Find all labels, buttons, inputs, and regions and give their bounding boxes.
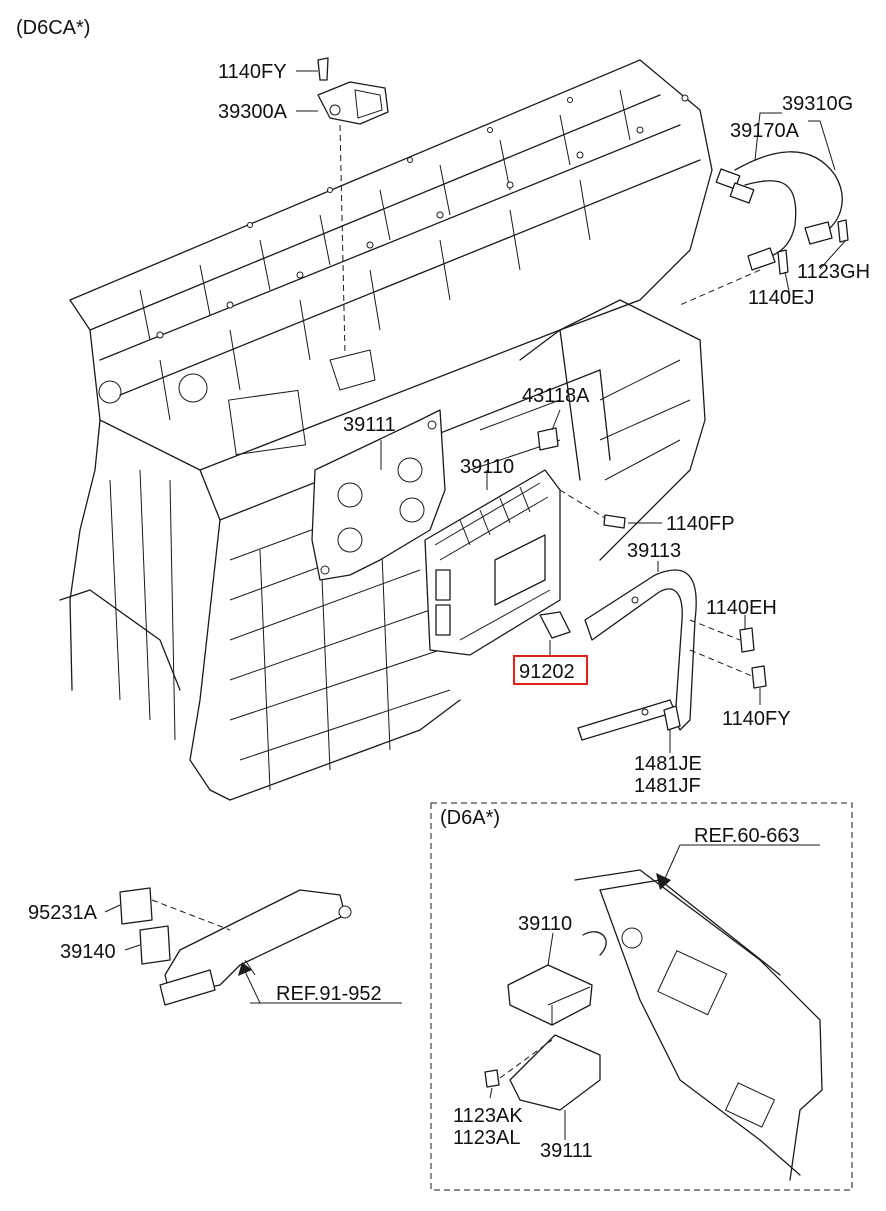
part-label-1140ej: 1140EJ <box>748 287 814 309</box>
ref-label-60-663: REF.60-663 <box>694 825 800 847</box>
part-label-39111-inset: 39111 <box>540 1140 593 1162</box>
part-label-39110: 39110 <box>460 456 514 478</box>
clip-1481je <box>663 705 681 731</box>
leader-dash <box>559 489 606 519</box>
leader-dash <box>679 269 761 306</box>
arrow-head <box>238 962 252 976</box>
part-label-1140fp: 1140FP <box>666 513 735 535</box>
bracket-39113 <box>577 569 697 741</box>
part-label-39310g: 39310G <box>782 93 853 115</box>
bolt-1140fp <box>603 514 626 529</box>
inset-frame <box>430 802 853 1191</box>
part-label-39110-inset: 39110 <box>518 913 572 935</box>
sensor-harness-39310g <box>715 151 849 275</box>
bolt-1140eh <box>739 627 755 653</box>
part-label-1123ak: 1123AK <box>453 1105 523 1127</box>
leader-dash <box>339 124 346 356</box>
bolt-43118a <box>537 427 559 451</box>
part-label-1140fy-top: 1140FY <box>218 61 287 83</box>
highlight-box-91202 <box>513 655 588 685</box>
part-label-43118a: 43118A <box>522 385 590 407</box>
diagram-labels: (D6CA*) (D6A*) 1140FY 39300A 39310G 3917… <box>16 17 870 1162</box>
ref-label-91-952: REF.91-952 <box>276 983 382 1005</box>
bracket-39111 <box>311 409 446 581</box>
relay-bracket-assembly <box>119 887 352 1006</box>
part-label-39140: 39140 <box>60 941 116 963</box>
map-sensor-39300a <box>317 57 389 125</box>
arrow-head <box>656 873 671 890</box>
part-label-95231a: 95231A <box>28 902 98 924</box>
part-label-1123al: 1123AL <box>453 1127 520 1149</box>
part-label-1481je: 1481JE <box>634 753 702 775</box>
part-label-39170a: 39170A <box>730 120 800 142</box>
variant-label-main: (D6CA*) <box>16 17 90 39</box>
variant-label-inset: (D6A*) <box>440 807 500 829</box>
part-label-39111: 39111 <box>343 414 396 436</box>
part-label-91202: 91202 <box>519 661 575 683</box>
leader-dash <box>689 619 753 677</box>
bolt-1140fy <box>751 665 767 689</box>
part-label-1481jf: 1481JF <box>634 775 701 797</box>
inset-illustration <box>484 869 823 1181</box>
clip-91202 <box>539 611 571 639</box>
part-label-1140fy-bottom: 1140FY <box>722 708 791 730</box>
part-label-1123gh: 1123GH <box>797 261 870 283</box>
part-label-39300a: 39300A <box>218 101 288 123</box>
ecu-39110 <box>424 469 561 656</box>
part-label-1140eh: 1140EH <box>706 597 777 619</box>
part-label-39113: 39113 <box>627 540 681 562</box>
leader-lines <box>104 70 847 1140</box>
